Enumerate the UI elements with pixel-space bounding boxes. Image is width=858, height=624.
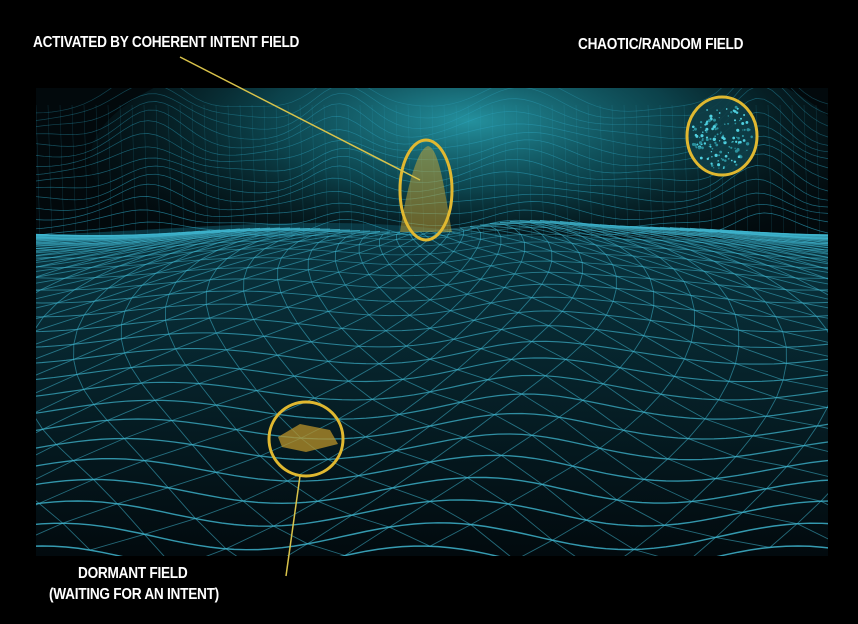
chaotic-highlight-ellipse [685, 95, 759, 177]
activated-region [398, 138, 454, 242]
chaotic-label: CHAOTIC/RANDOM FIELD [578, 36, 744, 53]
near-mesh [36, 219, 828, 556]
activated-pointer-line [179, 56, 421, 181]
dormant-highlight-circle [267, 400, 345, 478]
dormant-region [267, 400, 345, 478]
dormant-sublabel: (WAITING FOR AN INTENT) [49, 586, 219, 603]
dormant-pointer-line [285, 475, 301, 577]
dormant-label: DORMANT FIELD [78, 565, 188, 582]
chaotic-region [685, 95, 759, 177]
activated-label: ACTIVATED BY COHERENT INTENT FIELD [33, 34, 300, 51]
activated-highlight-ellipse [398, 138, 454, 242]
